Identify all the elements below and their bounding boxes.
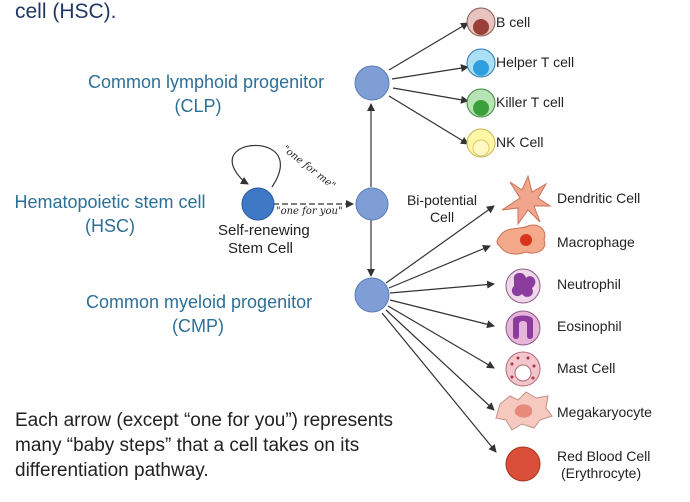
- hsc-label: Hematopoietic stem cell (HSC): [10, 190, 210, 238]
- eosinophil-label: Eosinophil: [557, 318, 622, 334]
- hsc-circle: [241, 187, 275, 221]
- helper-t-cell-icon: [466, 48, 496, 78]
- megakaryocyte-icon: [495, 391, 553, 431]
- footnote-line1: Each arrow (except “one for you”) repres…: [15, 410, 394, 431]
- bipotential-line2: Cell: [429, 209, 455, 225]
- mast-cell-label: Mast Cell: [557, 360, 616, 376]
- dendritic-cell-icon: [501, 174, 552, 226]
- main-arrows: [231, 103, 375, 277]
- footnote-line3: differentiation pathway.: [15, 460, 209, 481]
- rbc-label-line1: Red Blood Cell: [557, 448, 651, 464]
- arrow-cmp-megakaryocyte: [385, 309, 495, 411]
- macrophage-icon: [496, 224, 546, 255]
- bipotential-circle: [355, 187, 389, 221]
- megakaryocyte-label: Megakaryocyte: [557, 404, 652, 420]
- cmp-arrows: [381, 205, 497, 453]
- neutrophil-label: Neutrophil: [557, 276, 621, 292]
- arrow-cmp-dendritic: [385, 205, 495, 284]
- footnote: Each arrow (except “one for you”) repres…: [15, 408, 393, 483]
- arrow-cmp-macrophage: [388, 244, 491, 289]
- hsc-label-line2: (HSC): [85, 216, 135, 236]
- killer-t-cell-icon: [466, 88, 496, 118]
- cmp-label-line2: (CMP): [172, 316, 224, 336]
- one-for-you-label: "one for you": [276, 206, 343, 217]
- nk-cell-label: NK Cell: [496, 134, 544, 150]
- clp-label-line1: Common lymphoid progenitor: [88, 72, 325, 92]
- cmp-label-line1: Common myeloid progenitor: [86, 292, 313, 312]
- arrow-clp-b: [388, 22, 469, 71]
- arrow-cmp-mast: [387, 305, 495, 369]
- neutrophil-icon: [505, 268, 541, 304]
- rbc-icon: [505, 446, 541, 482]
- nk-cell-icon: [466, 128, 496, 158]
- cmp-circle: [354, 277, 390, 313]
- mast-cell-icon: [505, 351, 541, 387]
- clp-label-line2: (CLP): [174, 96, 222, 116]
- clp-arrows: [388, 22, 469, 145]
- arrow-cmp-rbc: [381, 312, 497, 453]
- killer-t-cell-label: Killer T cell: [496, 94, 564, 110]
- arrow-clp-nk: [388, 95, 469, 145]
- clp-circle: [354, 65, 390, 101]
- arrow-clp-helper-t: [391, 64, 469, 80]
- b-cell-icon: [466, 7, 496, 37]
- bipotential-caption: Bi-potential Cell: [392, 192, 492, 226]
- arrow-cmp-eosinophil: [389, 299, 495, 329]
- b-cell-label: B cell: [496, 14, 531, 30]
- self-renewing-caption: Self-renewing Stem Cell: [218, 222, 310, 258]
- rbc-label-line2: (Erythrocyte): [561, 465, 642, 481]
- self-renewing-line2: Stem Cell: [228, 240, 294, 257]
- dendritic-cell-label: Dendritic Cell: [557, 190, 641, 206]
- helper-t-cell-label: Helper T cell: [496, 54, 575, 70]
- self-renewal-loop-arrow: [231, 144, 281, 188]
- bipotential-line1: Bi-potential: [406, 192, 478, 208]
- cmp-label: Common myeloid progenitor (CMP): [86, 290, 313, 338]
- clp-label: Common lymphoid progenitor (CLP): [88, 70, 325, 118]
- one-for-me-label: "one for me": [280, 144, 337, 192]
- rbc-label: Red Blood Cell (Erythrocyte): [557, 448, 650, 482]
- arrow-clp-killer-t: [392, 87, 469, 104]
- macrophage-label: Macrophage: [557, 234, 635, 250]
- arrow-cmp-neutrophil: [389, 280, 495, 294]
- eosinophil-icon: [505, 310, 541, 346]
- hsc-label-line1: Hematopoietic stem cell: [14, 192, 206, 212]
- title-fragment: cell (HSC).: [15, 0, 117, 23]
- footnote-line2: many “baby steps” that a cell takes on i…: [15, 435, 360, 456]
- self-renewing-line1: Self-renewing: [218, 222, 310, 239]
